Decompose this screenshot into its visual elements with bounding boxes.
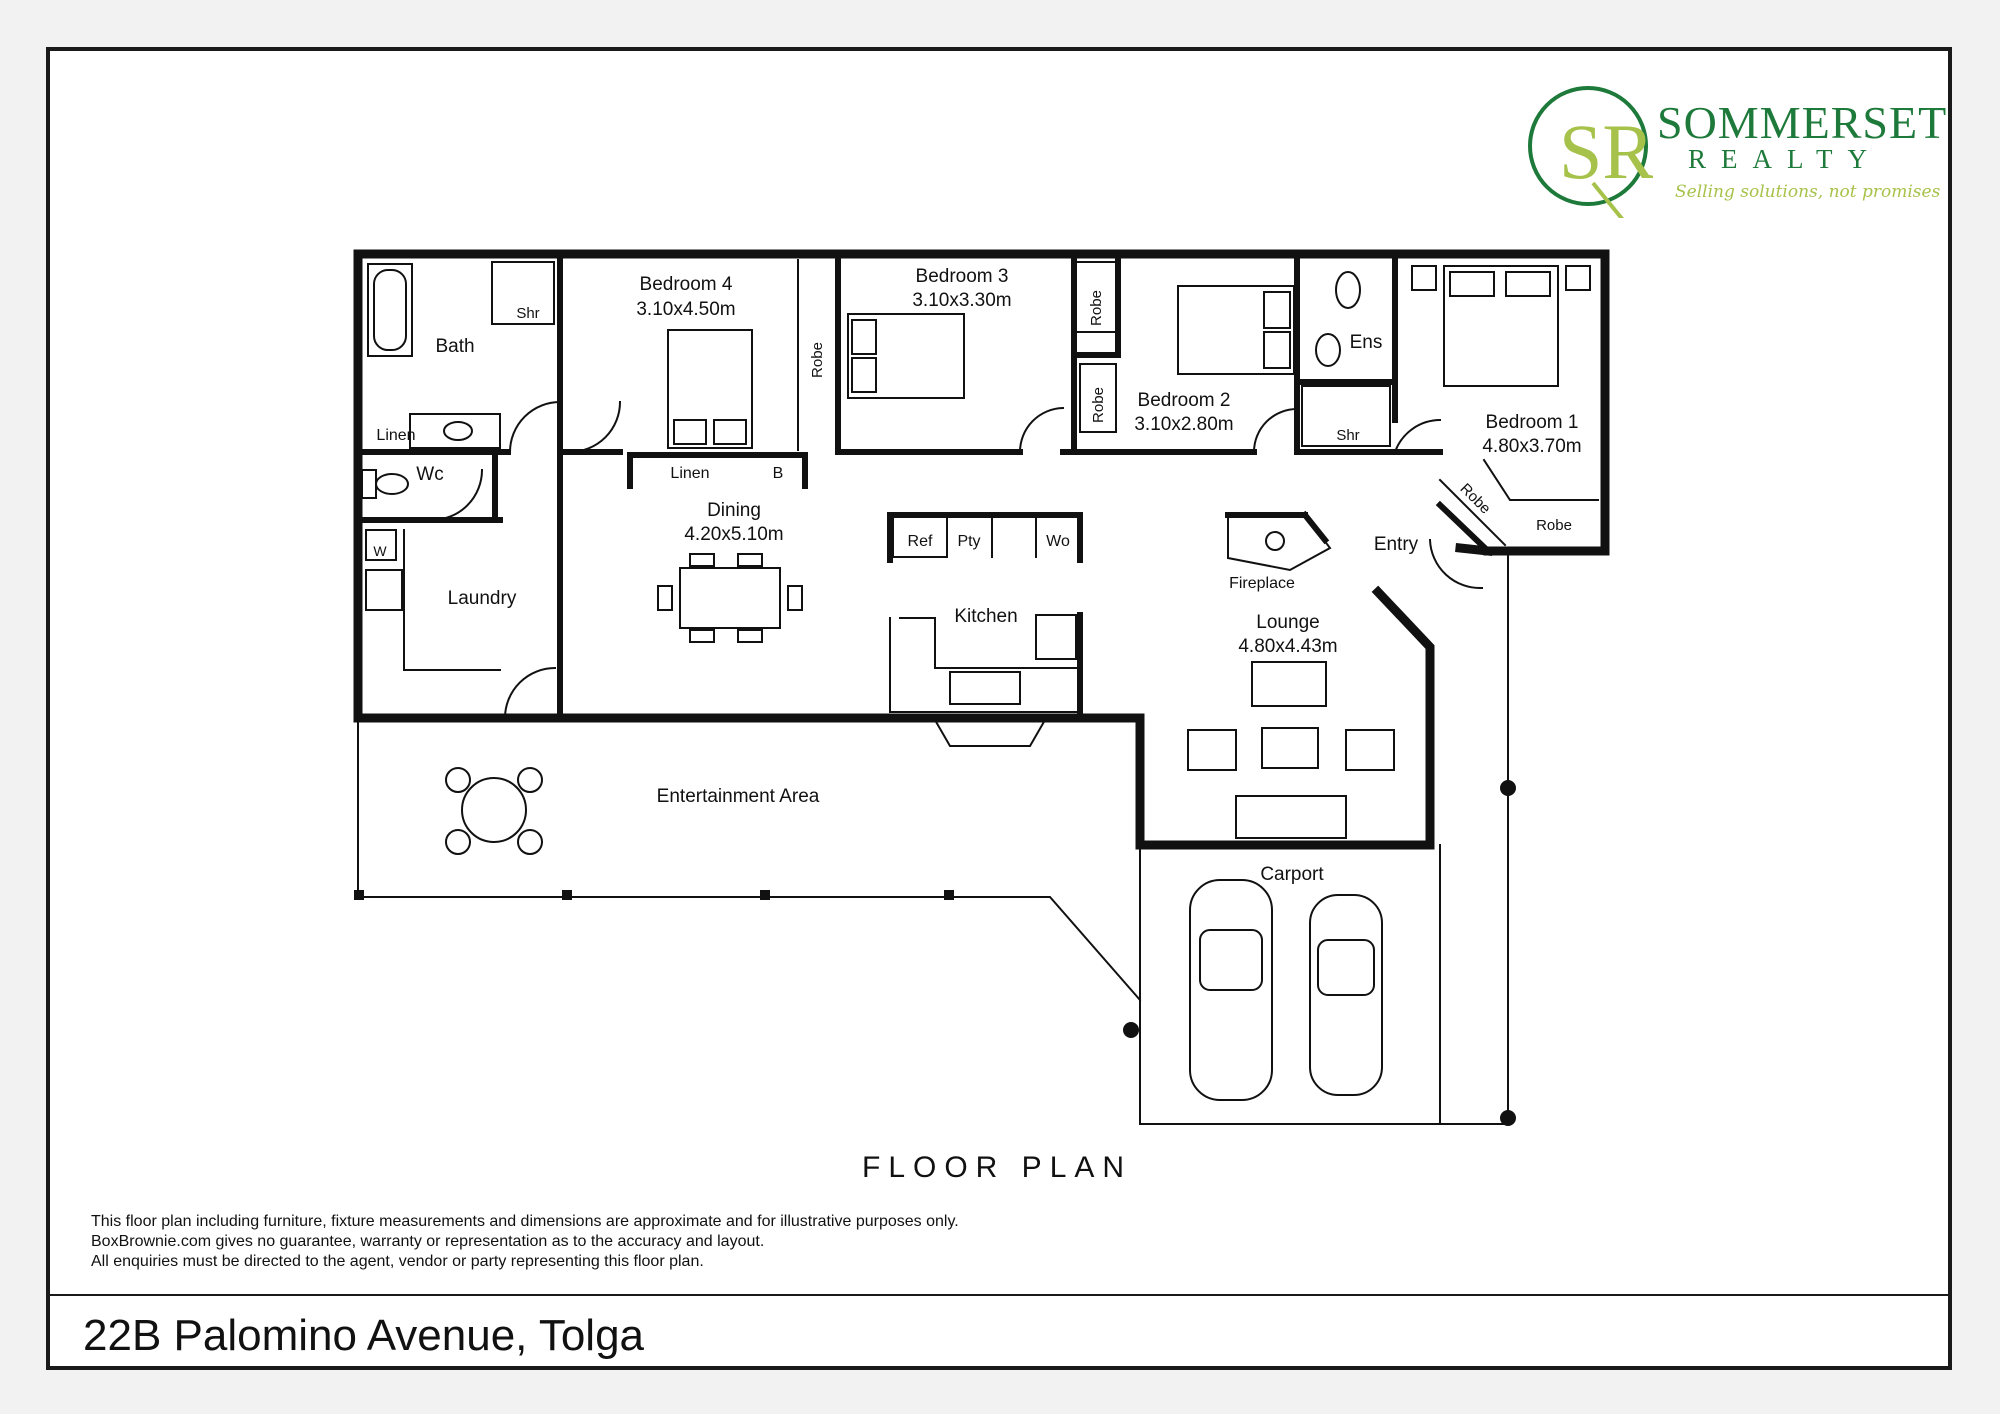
label-fridge: Ref: [908, 533, 933, 550]
label-washer: W: [373, 543, 387, 559]
disclaimer: This floor plan including furniture, fix…: [91, 1212, 959, 1272]
label-bath-shower: Shr: [516, 305, 539, 322]
label-bedroom4: Bedroom 4: [640, 274, 733, 295]
label-pantry: Pty: [957, 533, 980, 550]
label-wall-oven: Wo: [1046, 533, 1070, 550]
label-bedroom1-dim: 4.80x3.70m: [1482, 436, 1581, 457]
label-linen: Linen: [670, 465, 709, 482]
label-dining: Dining: [707, 500, 761, 521]
label-entry: Entry: [1374, 534, 1419, 555]
label-ensuite: Ens: [1350, 332, 1383, 353]
label-bedroom1: Bedroom 1: [1486, 412, 1579, 433]
floor-plan-sheet: FLOOR PLAN This floor plan including fur…: [46, 47, 1952, 1370]
label-bedroom3: Bedroom 3: [916, 266, 1009, 287]
label-robe: Robe: [1536, 517, 1572, 534]
disclaimer-line: All enquiries must be directed to the ag…: [91, 1253, 704, 1270]
brand-monogram-icon: SR: [1528, 86, 1653, 218]
label-lounge-dim: 4.80x4.43m: [1238, 636, 1337, 657]
property-address: 22B Palomino Avenue, Tolga: [83, 1311, 645, 1360]
outdoor-outline: [357, 550, 1509, 1125]
brand-tagline: Selling solutions, not promises: [1675, 182, 1941, 202]
label-bedroom2: Bedroom 2: [1138, 390, 1231, 411]
label-robe: Robe: [1090, 387, 1107, 423]
doors: [430, 400, 1484, 720]
label-robe: Robe: [1456, 480, 1493, 517]
label-b: B: [773, 465, 784, 482]
label-lounge: Lounge: [1256, 612, 1319, 633]
posts: [354, 780, 1516, 1126]
label-bedroom3-dim: 3.10x3.30m: [912, 290, 1011, 311]
label-fireplace: Fireplace: [1229, 575, 1295, 592]
disclaimer-line: This floor plan including furniture, fix…: [91, 1213, 959, 1230]
label-kitchen: Kitchen: [954, 606, 1017, 627]
brand-subtitle: REALTY: [1688, 144, 1883, 174]
label-laundry: Laundry: [448, 588, 517, 609]
brand-name: SOMMERSET: [1657, 97, 1948, 148]
label-robe: Robe: [809, 342, 826, 378]
label-bedroom4-dim: 3.10x4.50m: [636, 299, 735, 320]
label-entertainment-area: Entertainment Area: [657, 786, 820, 807]
label-bedroom2-dim: 3.10x2.80m: [1134, 414, 1233, 435]
label-bath: Bath: [435, 336, 474, 357]
fixtures: [361, 259, 1599, 1101]
interior-walls: [355, 251, 1493, 721]
label-carport: Carport: [1260, 864, 1324, 885]
label-linen: Linen: [376, 427, 415, 444]
label-ensuite-shower: Shr: [1336, 427, 1359, 444]
brand-logo: SR SOMMERSET REALTY Selling solutions, n…: [1523, 78, 1946, 218]
plan-title: FLOOR PLAN: [862, 1151, 1133, 1184]
disclaimer-line: BoxBrownie.com gives no guarantee, warra…: [91, 1233, 765, 1250]
label-dining-dim: 4.20x5.10m: [684, 524, 783, 545]
label-wc: Wc: [416, 464, 443, 485]
label-robe: Robe: [1088, 290, 1105, 326]
footer-divider: [50, 1294, 1948, 1296]
brand-monogram: SR: [1559, 108, 1653, 195]
